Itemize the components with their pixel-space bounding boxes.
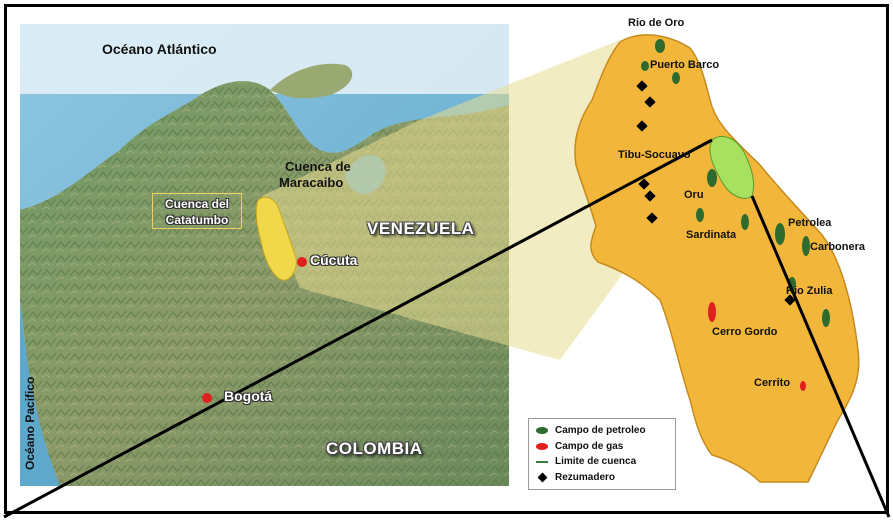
field-rio-de-oro-label: Rio de Oro — [628, 17, 685, 29]
country-venezuela-label: VENEZUELA — [367, 219, 475, 238]
section-line-1 — [3, 138, 713, 519]
field-puerto-barco-label: Puerto Barco — [650, 59, 720, 71]
basin-maracaibo-label-2: Maracaibo — [279, 175, 344, 190]
field-cerro-gordo-label: Cerro Gordo — [712, 326, 778, 338]
catatumbo-label-box: Cuenca del Catatumbo — [152, 193, 242, 229]
section-line-2 — [750, 195, 891, 518]
field-rio-zulia-label: Rio Zulia — [786, 285, 833, 297]
basin-catatumbo-label-2: Catatumbo — [165, 213, 229, 227]
legend-row-boundary: Limite de cuenca — [535, 454, 669, 470]
legend-label-seep: Rezumadero — [555, 471, 616, 483]
city-marker-cucuta — [297, 257, 307, 267]
field-cerrito-label: Cerrito — [754, 377, 791, 389]
field-petrolea-label: Petrolea — [788, 217, 832, 229]
legend-label-boundary: Limite de cuenca — [555, 456, 637, 468]
legend-row-seep: Rezumadero — [535, 470, 669, 486]
city-bogota-label: Bogotá — [224, 388, 273, 404]
basin-maracaibo-label-1: Cuenca de — [285, 159, 351, 174]
gas-fields — [708, 302, 806, 391]
catatumbo-basin-large — [574, 34, 860, 483]
ocean-atlantic-label: Océano Atlántico — [102, 41, 217, 57]
legend-label-oil: Campo de petroleo — [555, 425, 646, 437]
field-oru-label: Oru — [684, 189, 704, 201]
city-cucuta-label: Cúcuta — [310, 252, 358, 268]
basin-catatumbo-label-1: Cuenca del — [164, 197, 230, 211]
field-sardinata-label: Sardinata — [686, 229, 737, 241]
basin-detail — [574, 34, 860, 483]
country-colombia-label: COLOMBIA — [326, 439, 423, 458]
city-marker-bogota — [202, 393, 212, 403]
gas-field-icon — [535, 441, 549, 451]
catatumbo-basin-small — [255, 196, 297, 281]
basin-boundary-icon — [535, 457, 549, 467]
ocean-pacific-label: Océano Pacifico — [23, 376, 37, 470]
legend-label-gas: Campo de gas — [555, 440, 624, 452]
field-carbonera-label: Carbonera — [810, 241, 866, 253]
field-tibu-socuavo-label: Tibu-Socuavo — [618, 149, 691, 161]
oil-field-icon — [535, 426, 549, 436]
legend-row-oil: Campo de petroleo — [535, 423, 669, 439]
seep-icon — [535, 472, 549, 483]
map-legend: Campo de petroleo Campo de gas Limite de… — [528, 418, 676, 490]
legend-row-gas: Campo de gas — [535, 439, 669, 455]
